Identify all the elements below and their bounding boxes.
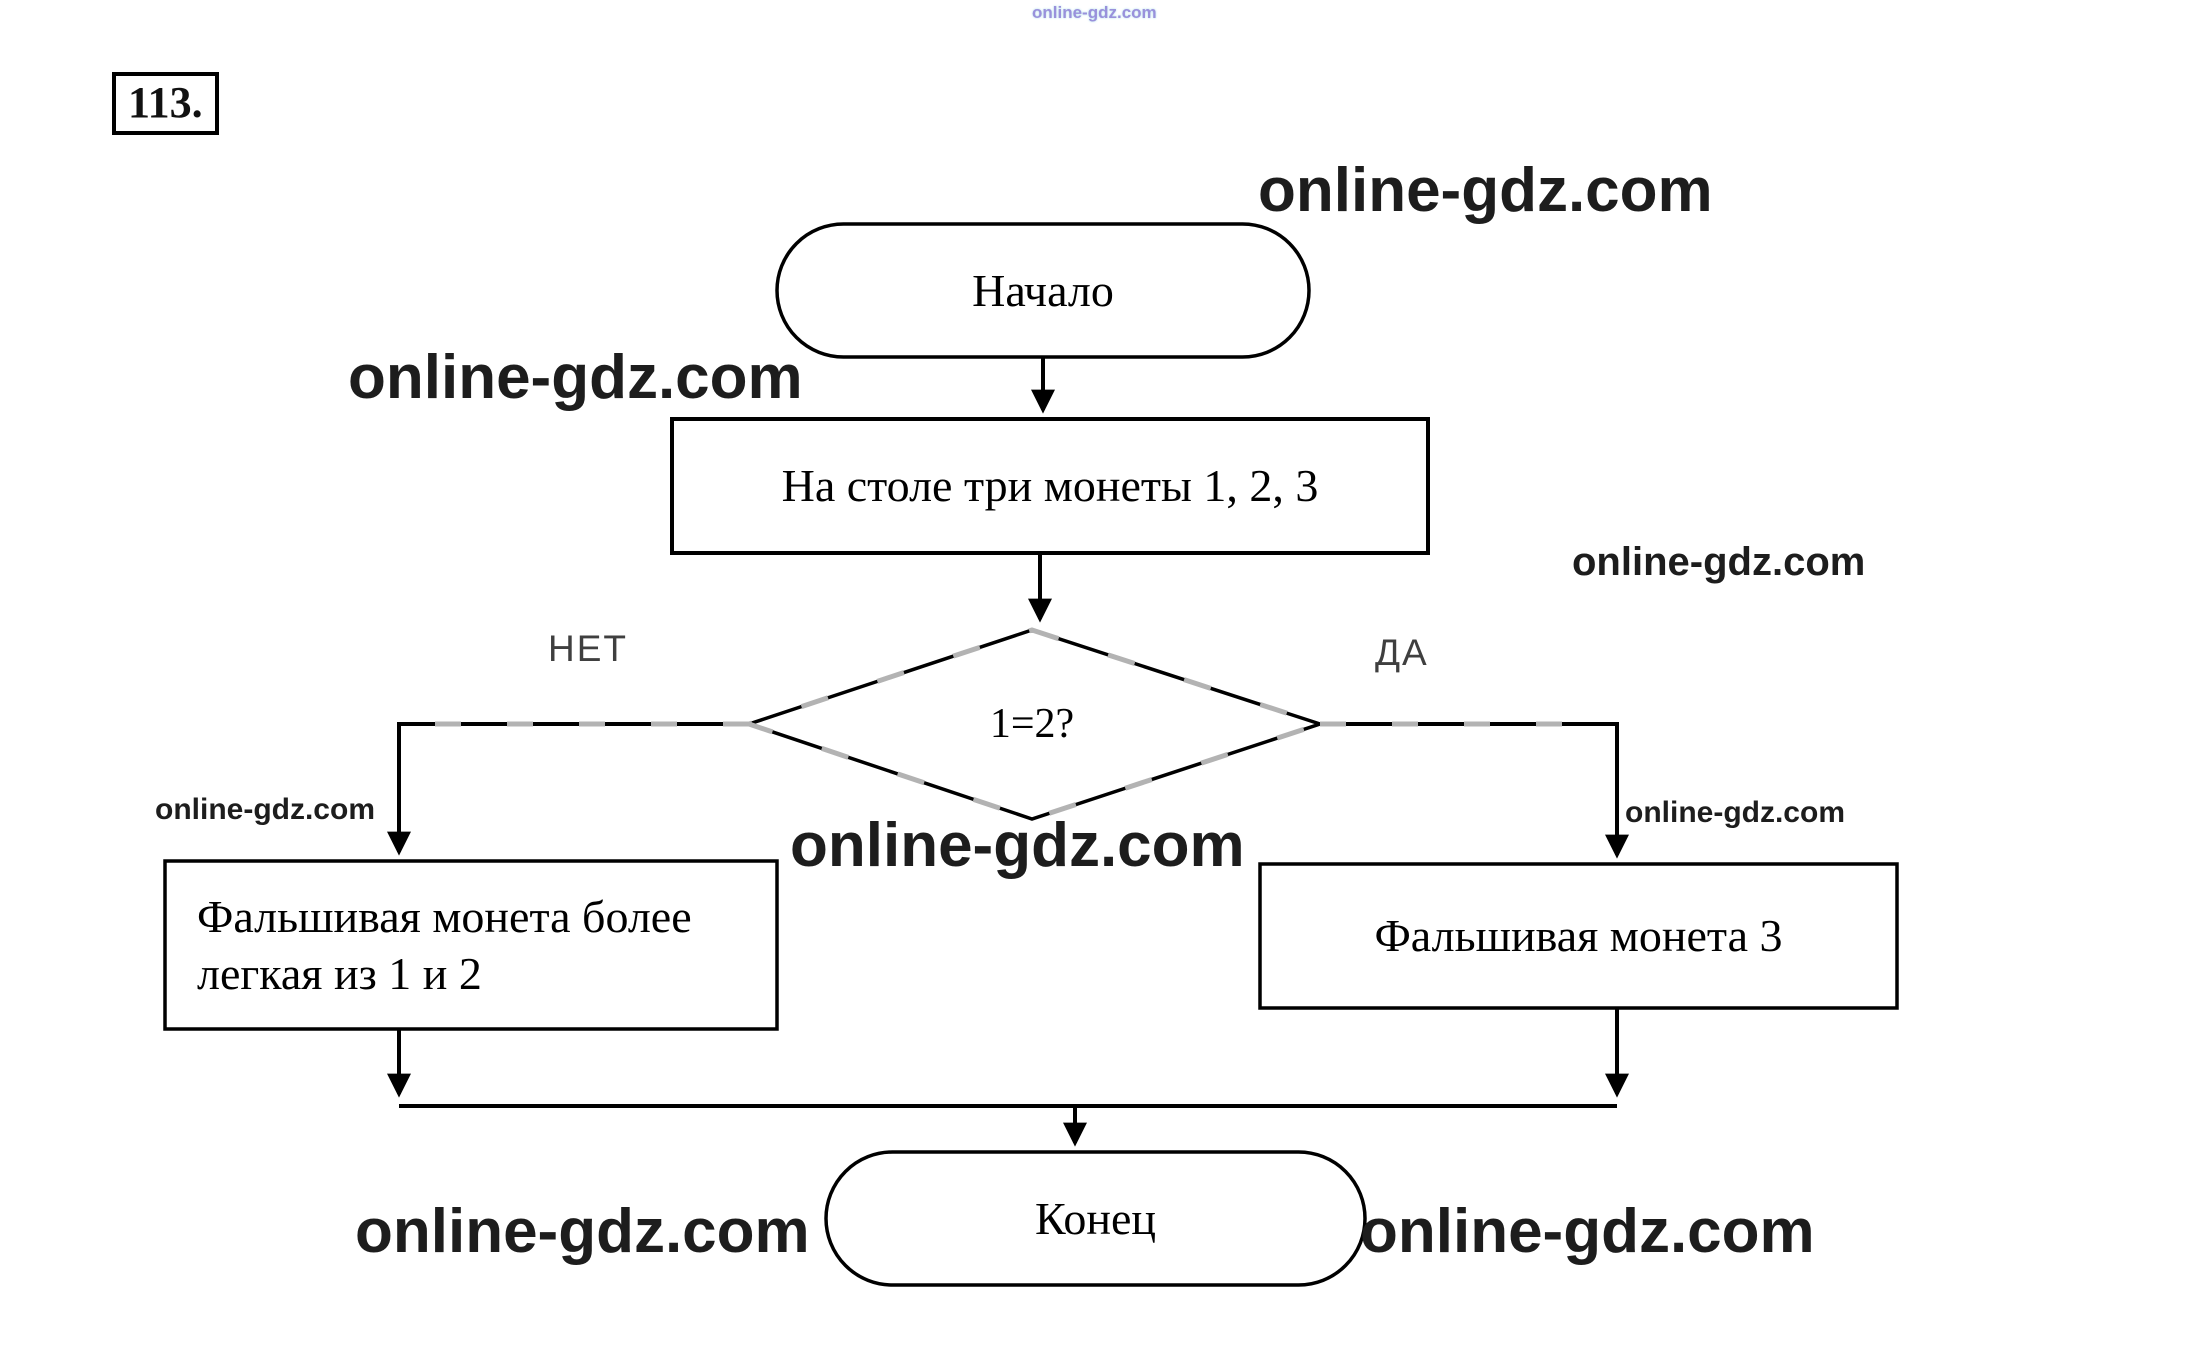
end-terminal-shape — [824, 1150, 1367, 1287]
yes-result-box-label: Фальшивая монета 3 — [1374, 910, 1783, 962]
no-result-box-shape — [163, 859, 779, 1031]
watermark-center: online-gdz.com — [790, 811, 1245, 880]
decision-diamond-label: 1=2? — [989, 701, 1075, 747]
watermark-small-right: online-gdz.com — [1625, 796, 1845, 829]
watermark-upper-left: online-gdz.com — [348, 343, 803, 412]
no-result-line2: легкая из 1 и 2 — [197, 948, 482, 999]
watermark-top-tiny: online-gdz.com — [1032, 3, 1157, 22]
process-box-label: На столе три монеты 1, 2, 3 — [781, 460, 1319, 512]
branch-no-label: НЕТ — [548, 628, 628, 669]
no-result-box-label: Фальшивая монета более легкая из 1 и 2 — [165, 861, 777, 1029]
process-box-shape — [670, 417, 1430, 555]
watermark-bottom-left: online-gdz.com — [355, 1197, 810, 1266]
start-terminal-label: Начало — [972, 264, 1114, 316]
end-terminal-label: Конец — [1034, 1192, 1157, 1244]
arrow-no-branch — [387, 722, 749, 856]
arrow-yes-branch — [1320, 722, 1629, 859]
branch-yes-label: ДА — [1375, 632, 1429, 673]
watermark-mid-right: online-gdz.com — [1572, 540, 1866, 584]
watermark-top-right: online-gdz.com — [1258, 156, 1713, 225]
yes-result-box-shape — [1258, 862, 1899, 1010]
watermark-bottom-right: online-gdz.com — [1360, 1197, 1815, 1266]
watermark-small-left: online-gdz.com — [155, 793, 375, 826]
no-result-line1: Фальшивая монета более — [197, 890, 692, 942]
problem-number: 113. — [112, 72, 219, 135]
